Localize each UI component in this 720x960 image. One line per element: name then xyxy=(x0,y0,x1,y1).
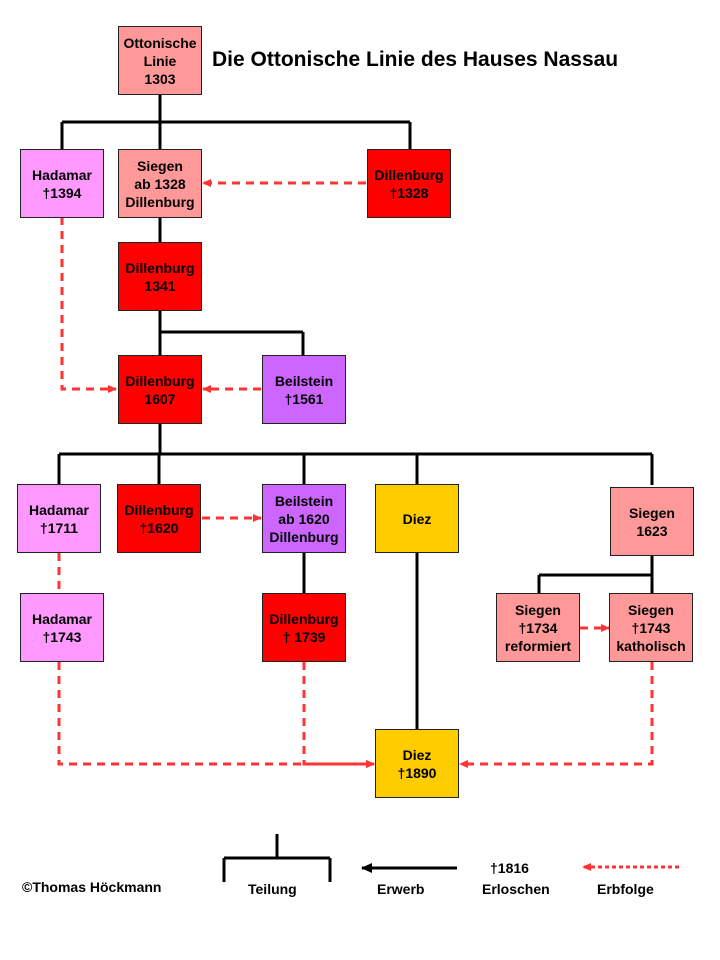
split-1607 xyxy=(57,423,654,485)
split-lines xyxy=(57,94,654,730)
legend-erloschen-symbol: †1816 xyxy=(490,860,529,876)
node-siegen-1743-katholisch: Siegen †1743 katholisch xyxy=(609,593,693,662)
split-siegen-1623 xyxy=(537,555,654,594)
arrow-hadamar-1743-to-diez-1890 xyxy=(57,662,375,768)
split-1341 xyxy=(158,310,305,356)
legend-erloschen-label: Erloschen xyxy=(482,881,550,897)
node-hadamar-1394: Hadamar †1394 xyxy=(20,149,104,218)
legend-erbfolge-label: Erbfolge xyxy=(597,881,654,897)
legend-erwerb-label: Erwerb xyxy=(377,881,425,897)
legend-graphics xyxy=(222,834,679,882)
diagram-title: Die Ottonische Linie des Hauses Nassau xyxy=(212,48,619,71)
node-ottonische-linie-1303: Ottonische Linie 1303 xyxy=(118,26,202,95)
arrow-siegen-1743-to-diez-1890 xyxy=(459,662,654,768)
node-dillenburg-1328: Dillenburg †1328 xyxy=(367,149,451,218)
legend-teilung-label: Teilung xyxy=(248,881,297,897)
node-beilstein-1561: Beilstein †1561 xyxy=(262,355,346,424)
split-1303 xyxy=(60,94,412,150)
node-dillenburg-1739: Dillenburg † 1739 xyxy=(262,593,346,662)
copyright-notice: ©Thomas Höckmann xyxy=(22,879,162,895)
arrow-dillenburg-1739-to-diez-1890 xyxy=(302,662,375,768)
node-diez-1890: Diez †1890 xyxy=(375,729,459,798)
node-beilstein-ab-1620: Beilstein ab 1620 Dillenburg xyxy=(262,484,346,553)
node-dillenburg-1607: Dillenburg 1607 xyxy=(118,355,202,424)
node-siegen-1623: Siegen 1623 xyxy=(610,487,694,556)
node-siegen-ab-1328: Siegen ab 1328 Dillenburg xyxy=(118,149,202,218)
arrow-hadamar-1394-to-dillenburg-1607 xyxy=(60,217,117,393)
node-siegen-1734-reformiert: Siegen †1734 reformiert xyxy=(496,593,580,662)
succession-arrows xyxy=(57,179,654,768)
node-diez: Diez xyxy=(375,484,459,553)
node-dillenburg-1341: Dillenburg 1341 xyxy=(118,242,202,311)
legend-teilung-symbol xyxy=(222,834,332,882)
node-dillenburg-1620: Dillenburg †1620 xyxy=(117,484,201,553)
node-hadamar-1743: Hadamar †1743 xyxy=(20,593,104,662)
node-hadamar-1711: Hadamar †1711 xyxy=(17,484,101,553)
